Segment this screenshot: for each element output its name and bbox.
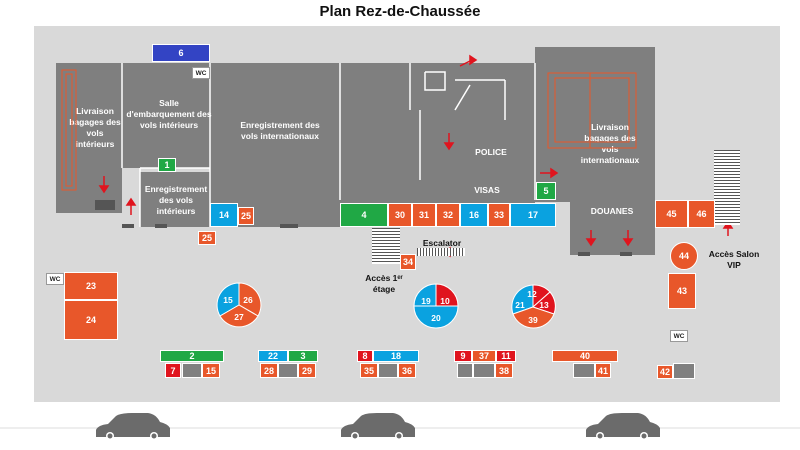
spot-3[interactable]: 3 [288, 350, 318, 362]
spot-25-a[interactable]: 25 [238, 207, 254, 225]
island-label-19: 19 [421, 296, 431, 306]
spot-45[interactable]: 45 [655, 200, 688, 228]
label-livraison-interieurs: Livraison bagages des vols intérieurs [69, 106, 121, 149]
block-bottom-5 [473, 363, 495, 378]
spot-36[interactable]: 36 [398, 363, 416, 378]
block-bottom-4 [457, 363, 473, 378]
block-bottom-7 [673, 363, 695, 379]
spot-30[interactable]: 30 [388, 203, 412, 227]
island-label-12: 12 [527, 289, 537, 299]
spot-4[interactable]: 4 [340, 203, 388, 227]
spot-41[interactable]: 41 [595, 363, 611, 378]
wc-sign-top: WC [192, 67, 210, 79]
block-bottom-2 [278, 363, 298, 378]
escalator[interactable] [417, 248, 465, 256]
island-label-26: 26 [243, 295, 253, 305]
spot-17[interactable]: 17 [510, 203, 556, 227]
spot-31[interactable]: 31 [412, 203, 436, 227]
spot-35[interactable]: 35 [360, 363, 378, 378]
spot-2[interactable]: 2 [160, 350, 224, 362]
label-police: POLICE [475, 147, 507, 157]
room-enregistrement-interieurs[interactable] [140, 172, 210, 227]
stairs-acces-etage[interactable] [372, 228, 400, 264]
spot-42[interactable]: 42 [657, 365, 673, 379]
room-enregistrement-internationaux[interactable] [210, 63, 340, 227]
page-title: Plan Rez-de-Chaussée [319, 3, 481, 20]
stairs-acces-vip[interactable] [714, 150, 740, 225]
label-douanes: DOUANES [590, 206, 634, 216]
label-visas: VISAS [474, 185, 500, 195]
label-acces-vip: Accès Salon VIP [708, 249, 760, 270]
island-19-10-20[interactable] [413, 283, 459, 329]
spot-28[interactable]: 28 [260, 363, 278, 378]
label-escalator: Escalator [422, 238, 462, 248]
spot-25-b[interactable]: 25 [198, 231, 216, 245]
spot-22[interactable]: 22 [258, 350, 288, 362]
spot-44[interactable]: 44 [670, 242, 698, 270]
spot-46[interactable]: 46 [688, 200, 715, 228]
label-salle-embarquement: Salle d'embarquement des vols intérieurs [126, 98, 212, 130]
island-label-27: 27 [234, 312, 244, 322]
island-label-13: 13 [539, 300, 549, 310]
room-police[interactable] [455, 120, 530, 180]
room-salle-embarquement[interactable] [122, 63, 210, 168]
spot-18[interactable]: 18 [373, 350, 419, 362]
spot-5[interactable]: 5 [536, 182, 556, 200]
spot-40[interactable]: 40 [552, 350, 618, 362]
island-12-13-21-39[interactable] [510, 284, 556, 330]
spot-8[interactable]: 8 [357, 350, 373, 362]
island-label-21: 21 [515, 300, 525, 310]
spot-7[interactable]: 7 [165, 363, 181, 378]
room-douanes[interactable] [570, 200, 655, 255]
spot-38[interactable]: 38 [495, 363, 513, 378]
wc-sign-right: WC [670, 330, 688, 342]
block-bottom-3 [378, 363, 398, 378]
spot-33[interactable]: 33 [488, 203, 510, 227]
label-enregistrement-interieurs: Enregistrement des vols intérieurs [144, 184, 208, 216]
spot-43[interactable]: 43 [668, 273, 696, 309]
label-acces-etage: Accès 1ᵉʳ étage [365, 273, 403, 294]
block-bottom-1 [182, 363, 202, 378]
spot-14[interactable]: 14 [210, 203, 238, 227]
spot-1[interactable]: 1 [158, 158, 176, 172]
spot-23[interactable]: 23 [64, 272, 118, 300]
spot-37[interactable]: 37 [472, 350, 496, 362]
spot-16[interactable]: 16 [460, 203, 488, 227]
spot-6[interactable]: 6 [152, 44, 210, 62]
label-enregistrement-internationaux: Enregistrement des vols internationaux [240, 120, 320, 141]
island-label-10: 10 [440, 296, 450, 306]
spot-24[interactable]: 24 [64, 300, 118, 340]
island-15-26-27[interactable] [216, 282, 262, 328]
spot-15-b[interactable]: 15 [202, 363, 220, 378]
island-label-15: 15 [223, 295, 233, 305]
block-bottom-6 [573, 363, 595, 378]
spot-34[interactable]: 34 [400, 254, 416, 270]
room-visas-area[interactable] [420, 180, 555, 202]
label-livraison-internationaux: Livraison bagages des vols internationau… [580, 122, 640, 165]
island-label-39: 39 [528, 315, 538, 325]
room-livraison-interieurs[interactable] [56, 63, 122, 213]
wc-sign-left: WC [46, 273, 64, 285]
spot-29[interactable]: 29 [298, 363, 316, 378]
island-label-20: 20 [431, 313, 441, 323]
spot-32[interactable]: 32 [436, 203, 460, 227]
spot-9[interactable]: 9 [454, 350, 472, 362]
spot-11[interactable]: 11 [496, 350, 516, 362]
